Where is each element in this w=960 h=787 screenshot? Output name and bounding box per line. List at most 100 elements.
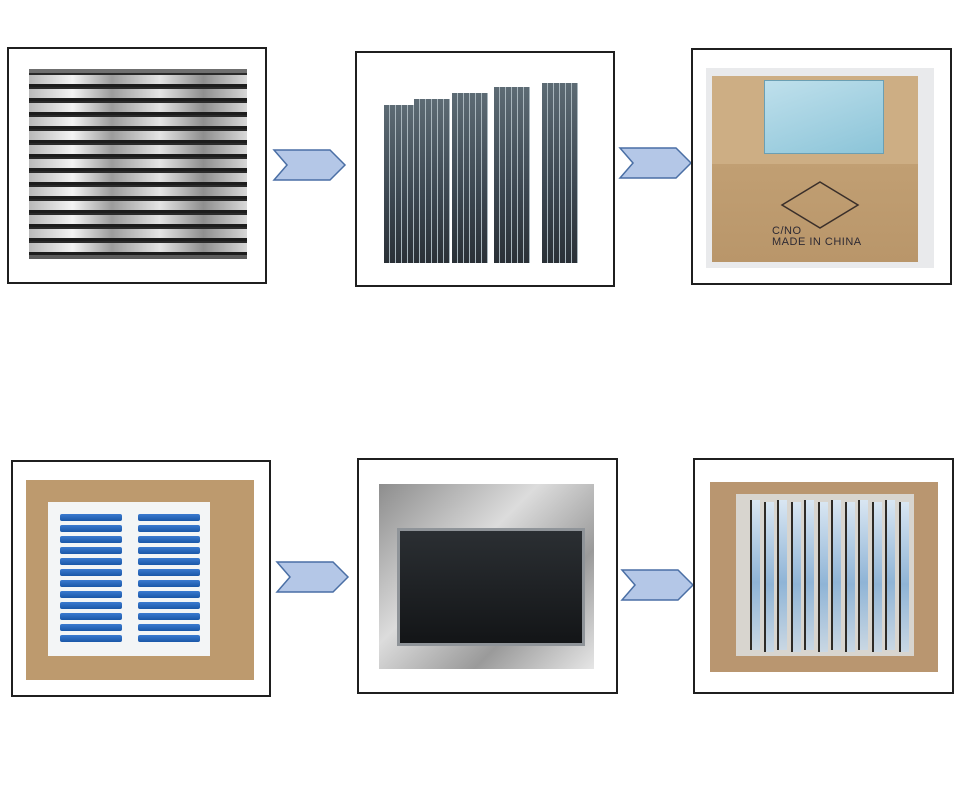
panel-edge <box>542 83 548 263</box>
upright-panel <box>790 502 801 652</box>
chevron-right-icon <box>272 149 347 181</box>
blue-tray <box>138 635 200 642</box>
chevron-right-icon <box>275 561 350 593</box>
foil-layer <box>29 129 247 143</box>
flow-arrow-3 <box>275 560 350 594</box>
made-in-label: MADE IN CHINA <box>772 236 862 248</box>
blue-tray <box>138 514 200 521</box>
panel-edge <box>408 105 414 263</box>
panel-edge <box>482 93 488 263</box>
upright-panel <box>858 500 868 650</box>
blue-tray <box>138 624 200 631</box>
blue-tray <box>138 536 200 543</box>
panel-edge <box>560 83 566 263</box>
panel-edge <box>464 93 470 263</box>
panel-edge <box>554 83 560 263</box>
foil-layer <box>29 241 247 255</box>
panel-edge <box>390 105 396 263</box>
blue-tray <box>138 558 200 565</box>
blue-tray <box>138 602 200 609</box>
step-1-frame <box>7 47 267 284</box>
panel-edge <box>494 87 500 263</box>
upright-panel <box>763 502 774 652</box>
flow-arrow-2 <box>618 146 693 180</box>
foil-layer <box>29 115 247 129</box>
panel-edge <box>438 99 444 263</box>
foil-layer <box>29 87 247 101</box>
foil-stack-photo <box>29 69 247 259</box>
panel-edge <box>476 93 482 263</box>
panel-edge <box>458 93 464 263</box>
upright-panel <box>885 500 895 650</box>
step-3-frame: C/NO MADE IN CHINA <box>691 48 952 285</box>
panel-edge <box>524 87 530 263</box>
foil-layer <box>29 101 247 115</box>
upright-panel <box>844 502 855 652</box>
blue-tray <box>138 580 200 587</box>
panel-edge <box>414 99 420 263</box>
panel-edge <box>384 105 390 263</box>
blue-tray <box>138 613 200 620</box>
blue-tray <box>60 514 122 521</box>
blue-tray <box>60 635 122 642</box>
blue-tray <box>60 580 122 587</box>
carton-marking: C/NO MADE IN CHINA <box>772 226 862 248</box>
blue-tray <box>60 569 122 576</box>
upright-panel <box>777 500 787 650</box>
panel-edge <box>426 99 432 263</box>
foil-layer <box>29 213 247 227</box>
foil-layer <box>29 227 247 241</box>
step-6-frame <box>693 458 954 694</box>
panel-edge <box>432 99 438 263</box>
panel-edge <box>420 99 426 263</box>
diamond-marking-icon <box>780 181 860 229</box>
foil-panel-photo <box>379 484 594 669</box>
flow-arrow-1 <box>272 148 347 182</box>
foil-layer <box>29 143 247 157</box>
blue-tray <box>60 558 122 565</box>
panel-edge <box>470 93 476 263</box>
step-2-frame <box>355 51 615 287</box>
blue-tray <box>60 613 122 620</box>
chevron-right-icon <box>618 147 693 179</box>
black-lcd-panel <box>397 528 585 646</box>
foil-layer <box>29 171 247 185</box>
foil-layer <box>29 73 247 87</box>
carton-box: C/NO MADE IN CHINA <box>712 76 918 262</box>
upright-panel <box>804 500 814 650</box>
lcd-panel-in-bag <box>764 80 884 154</box>
blue-tray <box>60 547 122 554</box>
flow-arrow-4 <box>620 568 695 602</box>
blue-tray <box>138 525 200 532</box>
foam-tray-box-photo <box>26 480 254 680</box>
blue-tray <box>138 547 200 554</box>
panel-edge <box>500 87 506 263</box>
blue-tray <box>60 602 122 609</box>
panel-edge <box>572 83 578 263</box>
panel-edge <box>452 93 458 263</box>
blue-tray <box>60 536 122 543</box>
panel-edge <box>506 87 512 263</box>
panel-group <box>494 87 534 263</box>
blue-tray <box>60 525 122 532</box>
panel-edge <box>396 105 402 263</box>
panel-group <box>414 99 454 263</box>
blue-tray <box>138 569 200 576</box>
upright-panel <box>898 502 909 652</box>
panel-edge <box>548 83 554 263</box>
panel-group <box>452 93 492 263</box>
upright-panels-box-photo <box>710 482 938 672</box>
panels-on-edge-photo <box>382 83 584 268</box>
foil-layer <box>29 199 247 213</box>
blue-tray <box>60 591 122 598</box>
blue-tray <box>138 591 200 598</box>
step-5-frame <box>357 458 618 694</box>
carton-box-photo: C/NO MADE IN CHINA <box>706 68 934 268</box>
panel-edge <box>444 99 450 263</box>
upright-panel <box>817 502 828 652</box>
panel-edge <box>512 87 518 263</box>
panel-edge <box>518 87 524 263</box>
panel-group <box>542 83 582 263</box>
carton-number-label: C/NO <box>772 225 802 237</box>
foil-layer <box>29 157 247 171</box>
